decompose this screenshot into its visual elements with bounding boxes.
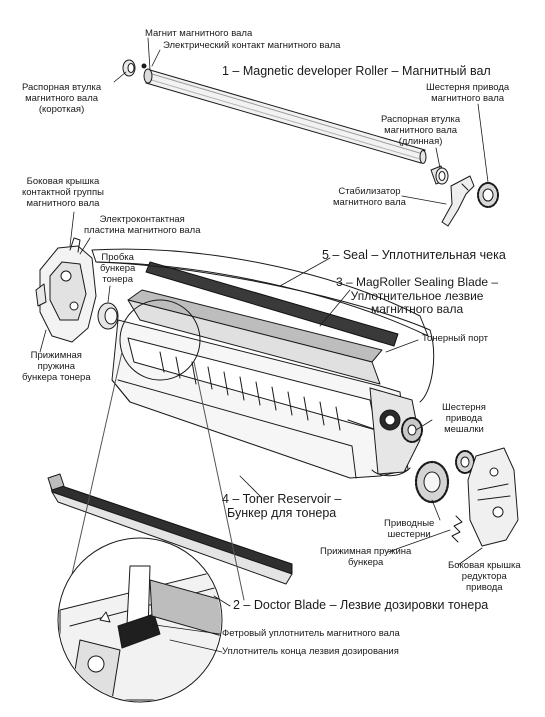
label-line: 3 – MagRoller Sealing Blade – xyxy=(336,275,499,289)
hopper-spring-right xyxy=(451,515,463,543)
label-line: Бункер для тонера xyxy=(227,506,337,520)
label-doctor-blade: 2 – Doctor Blade – Лезвие дозировки тоне… xyxy=(233,598,489,612)
label-line: шестерни xyxy=(387,529,431,540)
label-electric-contact: Электрический контакт магнитного вала xyxy=(163,40,341,51)
stabilizer xyxy=(441,175,475,227)
label-line: Шестерня привода xyxy=(426,82,510,93)
hopper-plug xyxy=(97,302,119,330)
label-line: магнитного вала xyxy=(25,93,99,104)
label-line: редуктора xyxy=(461,571,507,582)
label-line: привода xyxy=(466,582,503,593)
label-line: Боковая крышка xyxy=(448,560,521,571)
label-line: Пробка xyxy=(101,252,134,263)
label-side-cover-contact: Боковая крышка контактной группы магнитн… xyxy=(22,176,104,209)
label-line: магнитного вала xyxy=(26,198,100,209)
label-blade-end-seal: Уплотнитель конца лезвия дозирования xyxy=(222,646,399,657)
label-line: бункера xyxy=(100,263,136,274)
label-toner-port: Тонерный порт xyxy=(422,333,489,344)
roller-drive-gear xyxy=(477,182,499,208)
leader-lines xyxy=(39,37,489,653)
label-line: Уплотнительное лезвие xyxy=(350,288,484,303)
label-line: тонера xyxy=(102,274,133,285)
label-spacer-short: Распорная втулка магнитного вала (коротк… xyxy=(22,82,101,115)
label-line: бункера тонера xyxy=(22,372,91,383)
label-line: Приводные xyxy=(384,518,435,529)
label-line: пружина xyxy=(37,361,75,372)
cover-arc xyxy=(95,261,435,403)
label-line: магнитного вала xyxy=(384,125,458,136)
label-line: (короткая) xyxy=(38,104,85,115)
label-stirrer-gear: Шестерня привода мешалки xyxy=(442,402,486,435)
left-side-cover xyxy=(35,237,97,343)
label-line: Стабилизатор xyxy=(338,186,401,197)
label-magnetic-roller: 1 – Magnetic developer Roller – Магнитны… xyxy=(222,64,491,78)
label-toner-reservoir: 4 – Toner Reservoir – Бункер для тонера xyxy=(222,492,341,520)
label-line: пластина магнитного вала xyxy=(84,225,201,236)
label-line: привода xyxy=(445,413,483,424)
label-line: Прижимная xyxy=(30,350,82,361)
label-hopper-plug: Пробка бункера тонера xyxy=(100,252,135,285)
label-line: Шестерня xyxy=(442,402,486,413)
label-line: контактной группы xyxy=(22,187,104,198)
label-line: магнитного вала xyxy=(431,93,505,104)
label-line: Распорная втулка xyxy=(22,82,102,93)
label-magnet-shaft: Магнит магнитного вала xyxy=(145,28,253,39)
label-line: Боковая крышка xyxy=(26,176,100,187)
label-line: Распорная втулка xyxy=(381,114,461,125)
label-line: магнитного вала xyxy=(370,302,464,316)
seal-strip xyxy=(91,248,429,347)
stirrer-drive-gear xyxy=(401,417,423,443)
label-line: мешалки xyxy=(444,424,484,435)
label-line: Прижимная пружина xyxy=(320,546,412,557)
label-drive-gear-roller: Шестерня привода магнитного вала xyxy=(426,82,509,104)
label-hopper-spring-left: Прижимная пружина бункера тонера xyxy=(22,350,91,383)
spacer-long xyxy=(430,165,449,185)
doctor-blade xyxy=(47,473,293,585)
label-line: 4 – Toner Reservoir – xyxy=(222,492,342,506)
label-seal: 5 – Seal – Уплотнительная чека xyxy=(322,248,506,262)
label-side-cover-drive: Боковая крышка редуктора привода xyxy=(448,560,521,593)
toner-reservoir xyxy=(111,319,421,479)
label-line: Электроконтактная xyxy=(99,214,185,225)
label-line: магнитного вала xyxy=(333,197,406,208)
label-spacer-long: Распорная втулка магнитного вала (длинна… xyxy=(381,114,460,147)
label-drive-gears: Приводные шестерни xyxy=(384,518,434,540)
detail-magnifier xyxy=(57,299,245,703)
label-hopper-spring-right: Прижимная пружина бункера xyxy=(320,546,411,568)
label-sealing-blade: 3 – MagRoller Sealing Blade – Уплотнител… xyxy=(336,275,499,317)
right-side-cover xyxy=(467,447,519,547)
label-contact-plate: Электроконтактная пластина магнитного ва… xyxy=(84,214,201,236)
label-line: бункера xyxy=(347,557,384,568)
spacer-short xyxy=(122,59,136,77)
label-felt-seal: Фетровый уплотнитель магнитного вала xyxy=(222,628,400,639)
magnetic-roller xyxy=(141,63,427,164)
label-stabilizer: Стабилизатор магнитного вала xyxy=(333,186,406,208)
sealing-blade xyxy=(127,289,383,385)
drive-gears xyxy=(414,450,475,504)
label-line: (длинная) xyxy=(398,136,443,147)
